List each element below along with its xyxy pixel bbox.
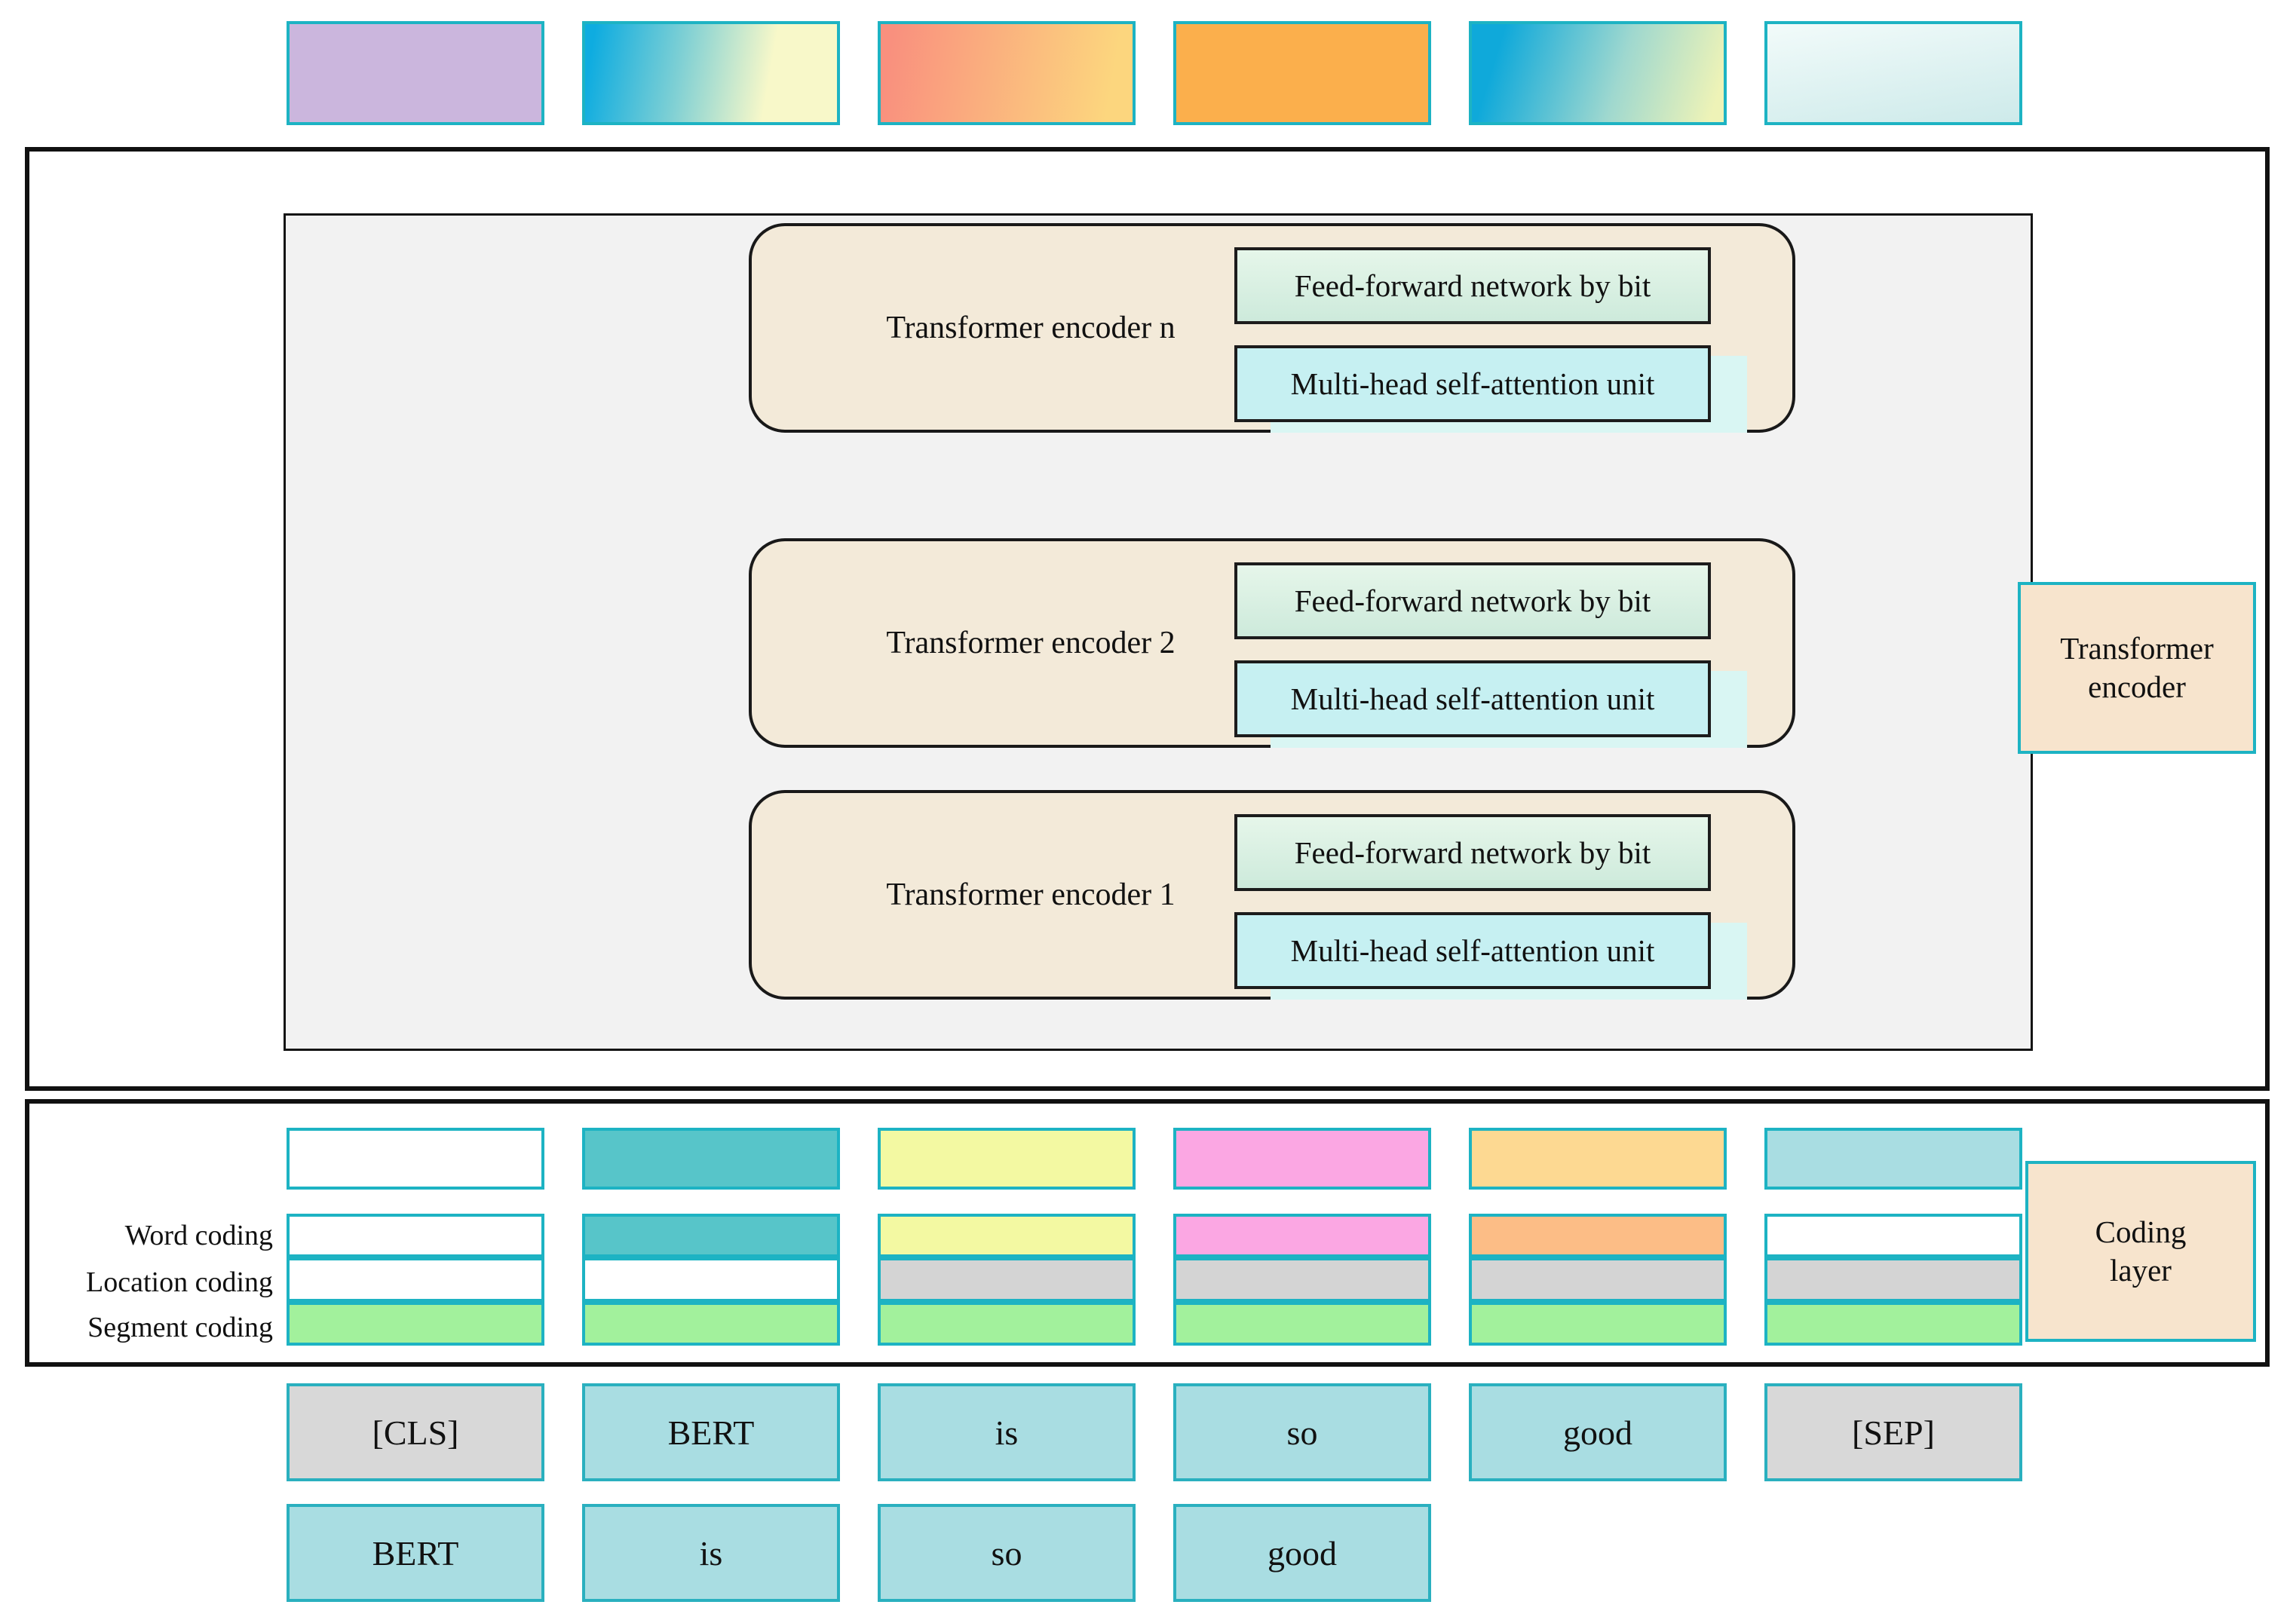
- word-coding-cell-sep: [1764, 1214, 2022, 1257]
- token-bert: BERT: [582, 1383, 840, 1481]
- segment-coding-cell-so: [1173, 1302, 1431, 1346]
- encoder-output-box-salmon-gradient: [878, 21, 1136, 125]
- location-coding-cell-bert: [582, 1257, 840, 1302]
- segment-coding-cell-bert: [582, 1302, 840, 1346]
- token-so: so: [1173, 1383, 1431, 1481]
- coding-sum-cell-cls: [287, 1128, 544, 1190]
- encoder-output-box-orange: [1173, 21, 1431, 125]
- segment-coding-cell-cls: [287, 1302, 544, 1346]
- coding-sum-cell-so: [1173, 1128, 1431, 1190]
- multi-head-attention-box: Multi-head self-attention unit: [1234, 660, 1711, 737]
- feed-forward-box: Feed-forward network by bit: [1234, 814, 1711, 891]
- word-coding-cell-bert: [582, 1214, 840, 1257]
- token-is: is: [878, 1383, 1136, 1481]
- encoder-output-box-lavender: [287, 21, 544, 125]
- encoder-output-box-blue-green-gradient: [1469, 21, 1727, 125]
- input-word-bert: BERT: [287, 1504, 544, 1602]
- coding-layer-side-label: Coding layer: [2025, 1161, 2256, 1342]
- segment-coding-cell-is: [878, 1302, 1136, 1346]
- location-coding-cell-is: [878, 1257, 1136, 1302]
- transformer-encoder-1-label: Transformer encoder 1: [886, 877, 1176, 912]
- multi-head-attention-box: Multi-head self-attention unit: [1234, 345, 1711, 422]
- feed-forward-box: Feed-forward network by bit: [1234, 562, 1711, 639]
- word-coding-cell-so: [1173, 1214, 1431, 1257]
- location-coding-cell-cls: [287, 1257, 544, 1302]
- encoder-stack-panel: Transformer encoder n Feed-forward netwo…: [284, 213, 2033, 1051]
- encoder-output-box-light-teal-gradient: [1764, 21, 2022, 125]
- transformer-encoder-n-block: Transformer encoder n Feed-forward netwo…: [749, 223, 1795, 433]
- encoder-output-box-blue-yellow-gradient: [582, 21, 840, 125]
- coding-sum-cell-bert: [582, 1128, 840, 1190]
- location-coding-cell-sep: [1764, 1257, 2022, 1302]
- multi-head-attention-box: Multi-head self-attention unit: [1234, 912, 1711, 989]
- transformer-encoder-1-block: Transformer encoder 1 Feed-forward netwo…: [749, 790, 1795, 1000]
- input-word-so: so: [878, 1504, 1136, 1602]
- transformer-encoder-2-block: Transformer encoder 2 Feed-forward netwo…: [749, 538, 1795, 748]
- token-good: good: [1469, 1383, 1727, 1481]
- word-coding-cell-is: [878, 1214, 1136, 1257]
- token-sep: [SEP]: [1764, 1383, 2022, 1481]
- word-coding-cell-good: [1469, 1214, 1727, 1257]
- transformer-encoder-n-label: Transformer encoder n: [886, 311, 1176, 345]
- word-coding-label: Word coding: [124, 1220, 273, 1251]
- feed-forward-box: Feed-forward network by bit: [1234, 247, 1711, 324]
- coding-sum-cell-good: [1469, 1128, 1727, 1190]
- segment-coding-cell-good: [1469, 1302, 1727, 1346]
- input-word-is: is: [582, 1504, 840, 1602]
- coding-sum-cell-sep: [1764, 1128, 2022, 1190]
- word-coding-cell-cls: [287, 1214, 544, 1257]
- token-cls: [CLS]: [287, 1383, 544, 1481]
- transformer-section-frame: Transformer encoder n Feed-forward netwo…: [25, 147, 2270, 1091]
- segment-coding-label: Segment coding: [87, 1312, 273, 1343]
- location-coding-cell-so: [1173, 1257, 1431, 1302]
- input-word-good: good: [1173, 1504, 1431, 1602]
- transformer-encoder-side-label: Transformer encoder: [2018, 582, 2256, 754]
- transformer-encoder-2-label: Transformer encoder 2: [886, 626, 1176, 660]
- coding-sum-cell-is: [878, 1128, 1136, 1190]
- location-coding-cell-good: [1469, 1257, 1727, 1302]
- location-coding-label: Location coding: [86, 1266, 273, 1298]
- segment-coding-cell-sep: [1764, 1302, 2022, 1346]
